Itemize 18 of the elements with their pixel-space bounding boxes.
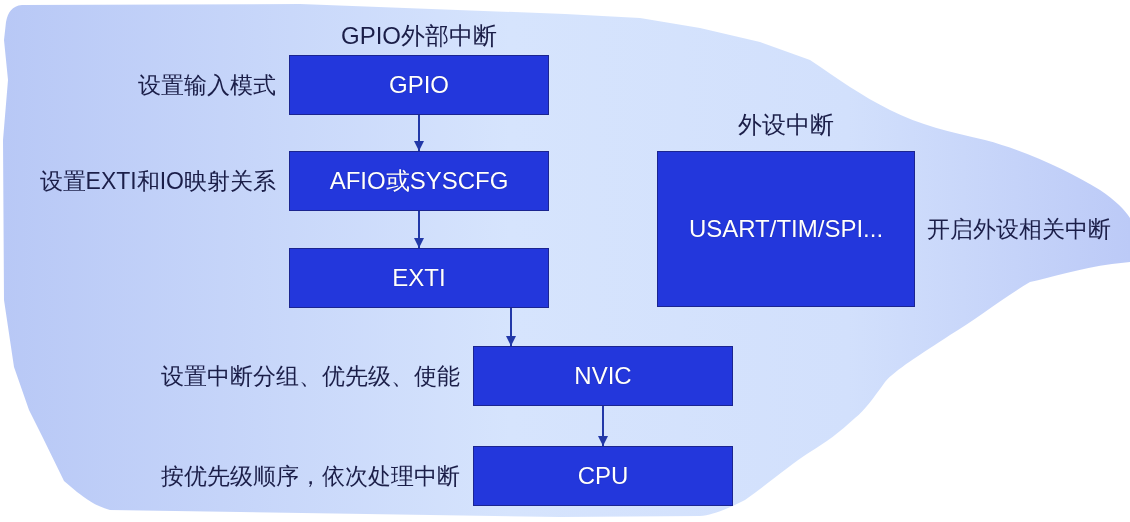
box-label: GPIO [389,70,449,100]
box-label: USART/TIM/SPI... [688,214,884,244]
arrow [506,307,516,347]
box-label: CPU [577,461,629,491]
box-heading: GPIO外部中断 [341,21,497,51]
process-box [289,248,549,308]
arrow [598,405,608,447]
box-label: EXTI [392,263,446,293]
step-note: 设置EXTI和IO映射关系 [39,167,276,196]
step-note: 按优先级顺序，依次处理中断 [161,462,460,491]
box-label: AFIO或SYSCFG [329,166,509,196]
step-note: 设置中断分组、优先级、使能 [161,362,460,391]
box-label: NVIC [574,361,632,391]
arrow [414,114,424,152]
arrow [414,210,424,249]
box-heading: 外设中断 [738,110,834,140]
step-note: 开启外设相关中断 [927,215,1111,244]
step-note: 设置输入模式 [138,71,276,100]
